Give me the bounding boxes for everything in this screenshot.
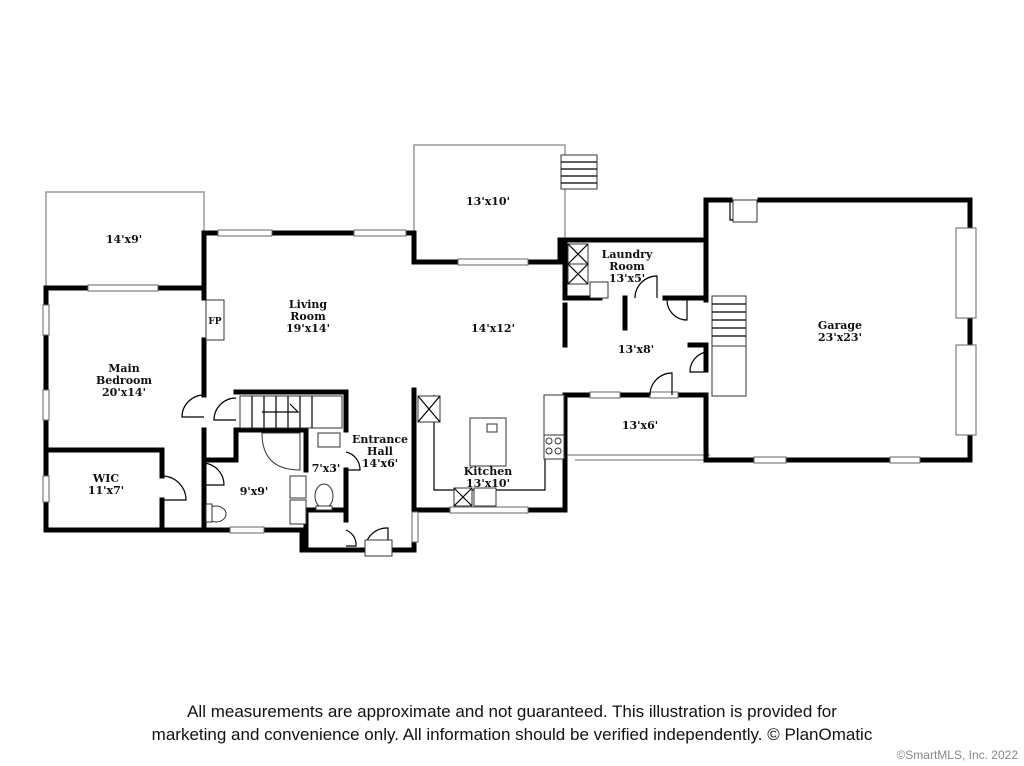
living-room-name-1: Living	[289, 298, 327, 311]
deck-left-size: 14'x9'	[106, 233, 142, 246]
deck-stairs	[560, 154, 598, 190]
main-bedroom-name-2: Bedroom	[96, 374, 152, 387]
main-bedroom-size: 20'x14'	[102, 386, 146, 399]
bath-fixtures	[205, 432, 341, 525]
disclaimer-line-1: All measurements are approximate and not…	[187, 702, 837, 721]
copyright-notice: ©SmartMLS, Inc. 2022	[896, 748, 1018, 762]
wic-name: WIC	[92, 472, 119, 485]
entrance-hall-name-2: Hall	[367, 445, 393, 458]
main-staircase	[239, 395, 343, 429]
entrance-hall-name-1: Entrance	[352, 433, 408, 446]
living-room-name-2: Room	[290, 310, 326, 323]
wic-size: 11'x7'	[88, 484, 124, 497]
kitchen-fixtures	[417, 394, 565, 507]
garage-stairs	[711, 295, 747, 397]
windows	[42, 227, 977, 543]
deck-outlines	[45, 144, 710, 461]
kitchen-size: 13'x10'	[466, 477, 510, 490]
laundry-fixtures	[567, 243, 609, 299]
entrance-hall-size: 14'x6'	[362, 457, 398, 470]
room-labels: 14'x9' 13'x10' Living Room 19'x14' Main …	[88, 195, 862, 498]
walls	[43, 197, 973, 553]
living-room-size: 19'x14'	[286, 322, 330, 335]
main-bedroom-name-1: Main	[108, 362, 139, 375]
garage-name: Garage	[818, 319, 862, 332]
doors	[161, 199, 758, 557]
mudroom-size: 13'x8'	[618, 343, 654, 356]
closet-size: 7'x3'	[312, 462, 341, 475]
fireplace: FP	[205, 299, 225, 341]
laundry-room-name-2: Room	[609, 260, 645, 273]
laundry-room-size: 13'x5'	[609, 272, 645, 285]
disclaimer-line-2: marketing and convenience only. All info…	[151, 725, 873, 744]
garage-size: 23'x23'	[818, 331, 862, 344]
bath-size: 9'x9'	[240, 485, 269, 498]
deck-top-size: 13'x10'	[466, 195, 510, 208]
kitchen-name: Kitchen	[464, 465, 513, 478]
dining-area-size: 14'x12'	[471, 322, 515, 335]
fireplace-label: FP	[208, 317, 221, 327]
porch-size: 13'x6'	[622, 419, 658, 432]
laundry-room-name-1: Laundry	[602, 248, 653, 261]
